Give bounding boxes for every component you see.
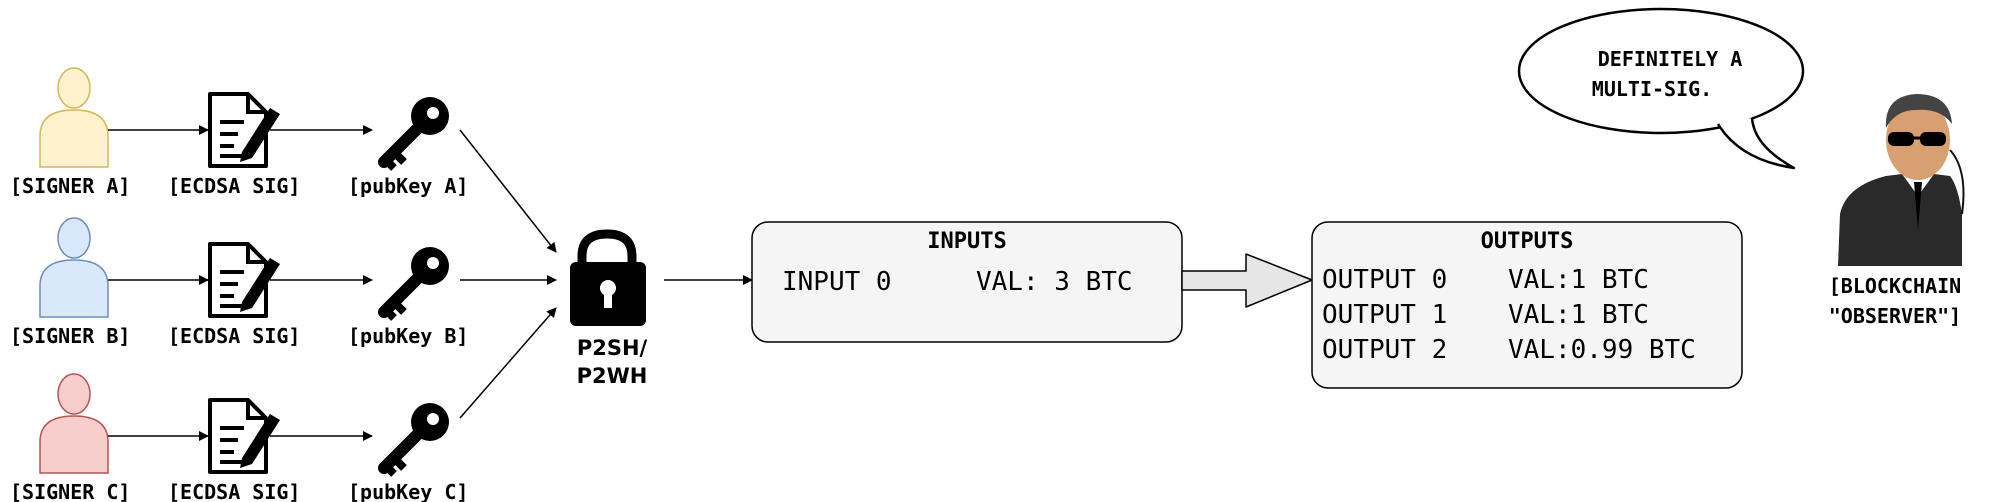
signed-document-icon	[208, 398, 280, 474]
person-icon	[39, 373, 109, 474]
signature-label: [ECDSA SIG]	[168, 480, 300, 502]
key-icon	[378, 403, 449, 477]
signer-row-c: [SIGNER C] [ECDSA SIG] [pubKey C]	[10, 307, 557, 502]
signed-document-icon	[208, 242, 280, 318]
signer-label: [SIGNER B]	[10, 324, 130, 348]
output-name: OUTPUT 1	[1322, 300, 1447, 330]
unlocked-padlock-icon	[570, 229, 646, 326]
spy-agent-icon	[1838, 94, 1965, 266]
person-icon	[39, 67, 109, 168]
signer-row-a: [SIGNER A] [ECDSA SIG] [pubKey A]	[10, 67, 557, 253]
pubkey-label: [pubKey C]	[348, 480, 468, 502]
lock-label-line2: P2WH	[577, 364, 648, 388]
inputs-title: INPUTS	[927, 229, 1006, 254]
block-arrow	[1181, 253, 1313, 308]
pubkey-label: [pubKey B]	[348, 324, 468, 348]
speech-bubble: DEFINITELY A MULTI-SIG.	[1517, 7, 1805, 170]
signer-row-b: [SIGNER B] [ECDSA SIG] [pubKey B]	[10, 217, 557, 348]
signer-label: [SIGNER C]	[10, 480, 130, 502]
inputs-box: INPUTS INPUT 0 VAL: 3 BTC	[751, 221, 1183, 343]
speech-line2: MULTI-SIG.	[1592, 77, 1712, 101]
observer-label-line2: "OBSERVER"]	[1829, 304, 1961, 328]
signer-label: [SIGNER A]	[10, 174, 130, 198]
output-value: VAL:0.99 BTC	[1508, 335, 1696, 365]
key-icon	[378, 247, 449, 321]
key-icon	[378, 97, 449, 171]
observer-label-line1: [BLOCKCHAIN	[1829, 274, 1961, 298]
outputs-title: OUTPUTS	[1481, 229, 1574, 254]
output-value: VAL:1 BTC	[1508, 300, 1649, 330]
signature-label: [ECDSA SIG]	[168, 174, 300, 198]
pubkey-label: [pubKey A]	[348, 174, 468, 198]
output-name: OUTPUT 2	[1322, 335, 1447, 365]
output-name: OUTPUT 0	[1322, 265, 1447, 295]
signed-document-icon	[208, 92, 280, 168]
lock-label-line1: P2SH/	[577, 336, 648, 360]
outputs-box: OUTPUTS OUTPUT 0 VAL:1 BTC OUTPUT 1 VAL:…	[1311, 221, 1743, 389]
input-value: VAL: 3 BTC	[976, 267, 1133, 297]
input-name: INPUT 0	[782, 267, 892, 297]
person-icon	[39, 217, 109, 318]
signature-label: [ECDSA SIG]	[168, 324, 300, 348]
speech-line1: DEFINITELY A	[1598, 47, 1743, 71]
output-value: VAL:1 BTC	[1508, 265, 1649, 295]
